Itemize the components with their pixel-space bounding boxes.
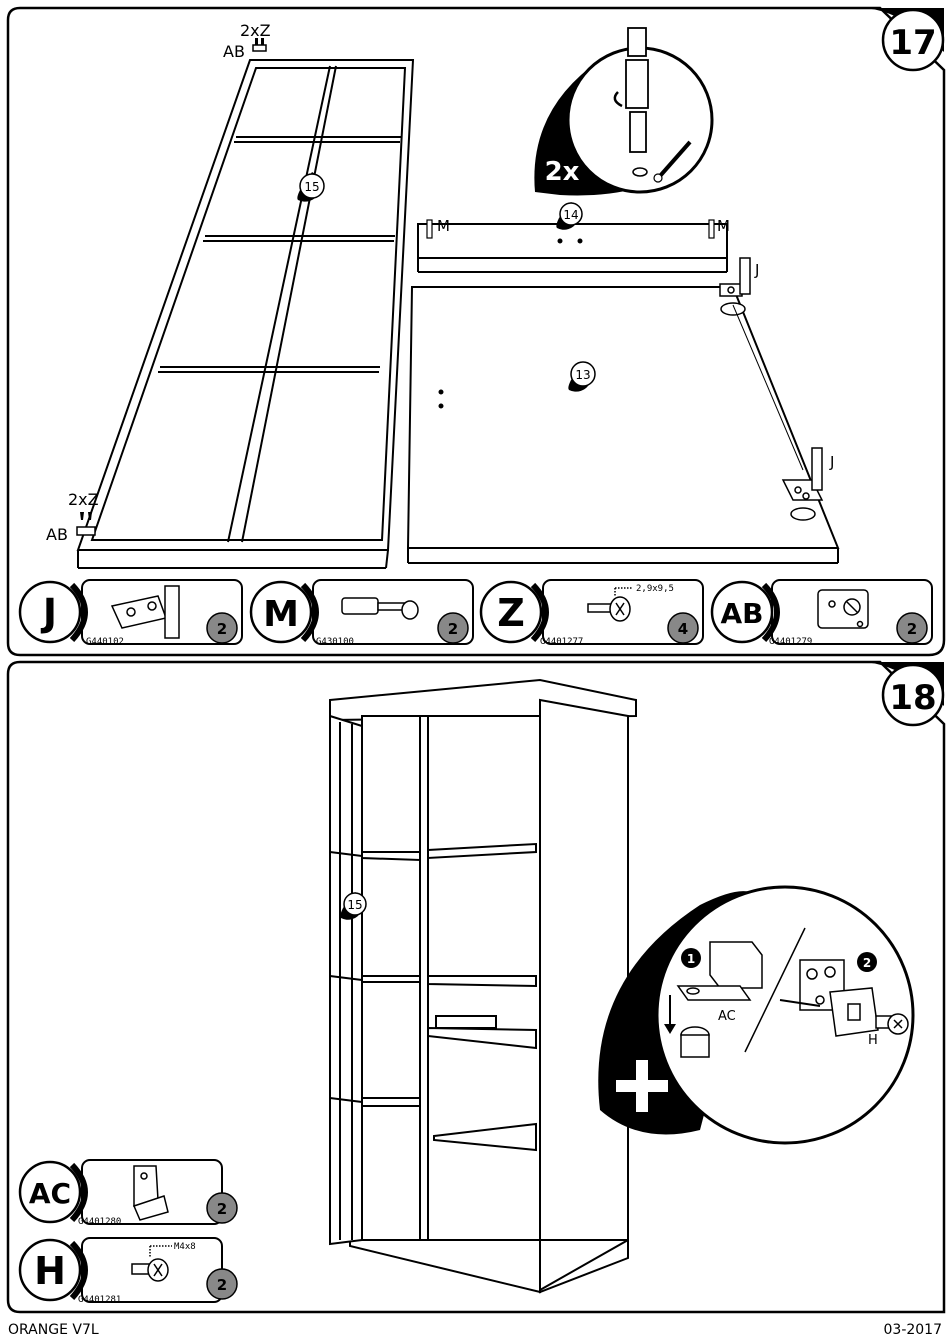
qty-bottom-label: 2xZ bbox=[68, 490, 99, 509]
cabinet-illustration bbox=[330, 680, 636, 1292]
dowel-m-left-icon bbox=[427, 220, 432, 238]
dowel-body-icon bbox=[626, 60, 648, 108]
m-right-label: M bbox=[717, 217, 730, 235]
part-letter: J bbox=[40, 591, 57, 635]
part-box-z: Z 2,9x9,5 4 G4401277 bbox=[481, 580, 703, 647]
callout-13-label: 13 bbox=[575, 368, 590, 382]
part-qty: 2 bbox=[217, 1200, 227, 1218]
cam-fitting-icon bbox=[630, 112, 646, 152]
part-box-h: H M4x8 2 G4401281 bbox=[20, 1238, 237, 1305]
part-letter: AC bbox=[29, 1177, 71, 1210]
screw-head-icon bbox=[628, 28, 646, 56]
part-box-ab: AB 2 G4401279 bbox=[712, 580, 932, 647]
part-letter: M bbox=[263, 594, 299, 635]
step-2-label: 2 bbox=[863, 956, 871, 970]
detail-qty-label: 2x bbox=[545, 157, 580, 187]
ab-top-label: AB bbox=[223, 42, 245, 61]
part-code: G4401279 bbox=[769, 637, 812, 647]
panel-14-board bbox=[418, 224, 727, 272]
part-code: G440102 bbox=[86, 637, 124, 647]
part-code: G4401281 bbox=[78, 1295, 121, 1305]
ab-bottom-label: AB bbox=[46, 525, 68, 544]
step-number: 17 bbox=[889, 23, 936, 63]
part-letter: AB bbox=[720, 597, 763, 630]
part-code: G430100 bbox=[316, 637, 354, 647]
part-box-m: M 2 G430100 bbox=[251, 580, 473, 647]
callout-14-label: 14 bbox=[563, 208, 578, 222]
footer-model: ORANGE V7L bbox=[8, 1322, 99, 1338]
magnet-catch-icon bbox=[818, 590, 868, 628]
h-label: H bbox=[868, 1033, 878, 1048]
ac-label: AC bbox=[718, 1009, 736, 1024]
callout-15-label: 15 bbox=[347, 898, 362, 912]
part-qty: 2 bbox=[907, 620, 917, 638]
step-number: 18 bbox=[889, 678, 936, 718]
hinge-j-top-icon bbox=[720, 258, 750, 315]
part-letter: H bbox=[34, 1249, 66, 1293]
part-code: G4401280 bbox=[78, 1217, 121, 1227]
part-qty: 2 bbox=[448, 620, 458, 638]
detail-bubble-dowel: 2x bbox=[534, 28, 712, 195]
dowel-m-right-icon bbox=[709, 220, 714, 238]
part-spec: M4x8 bbox=[174, 1242, 196, 1252]
callout-15-label: 15 bbox=[304, 180, 319, 194]
glass-door-frame bbox=[78, 60, 413, 568]
part-spec: 2,9x9,5 bbox=[636, 584, 674, 594]
j-top-label: J bbox=[754, 261, 759, 279]
part-qty: 4 bbox=[678, 620, 688, 638]
part-box-ac: AC 2 G4401280 bbox=[20, 1160, 237, 1227]
part-letter: Z bbox=[497, 591, 525, 635]
step-1-label: 1 bbox=[687, 952, 695, 966]
detail-bubble-hinge-mount: 1 2 AC H bbox=[598, 887, 913, 1143]
m-left-label: M bbox=[437, 217, 450, 235]
qty-top-label: 2xZ bbox=[240, 21, 271, 40]
panel-13-side bbox=[408, 287, 838, 563]
part-qty: 2 bbox=[217, 620, 227, 638]
footer-date: 03-2017 bbox=[884, 1322, 943, 1338]
j-bottom-label: J bbox=[829, 453, 834, 471]
part-box-j: J 2 G440102 bbox=[20, 580, 242, 647]
part-code: G4401277 bbox=[540, 637, 583, 647]
part-qty: 2 bbox=[217, 1276, 227, 1294]
